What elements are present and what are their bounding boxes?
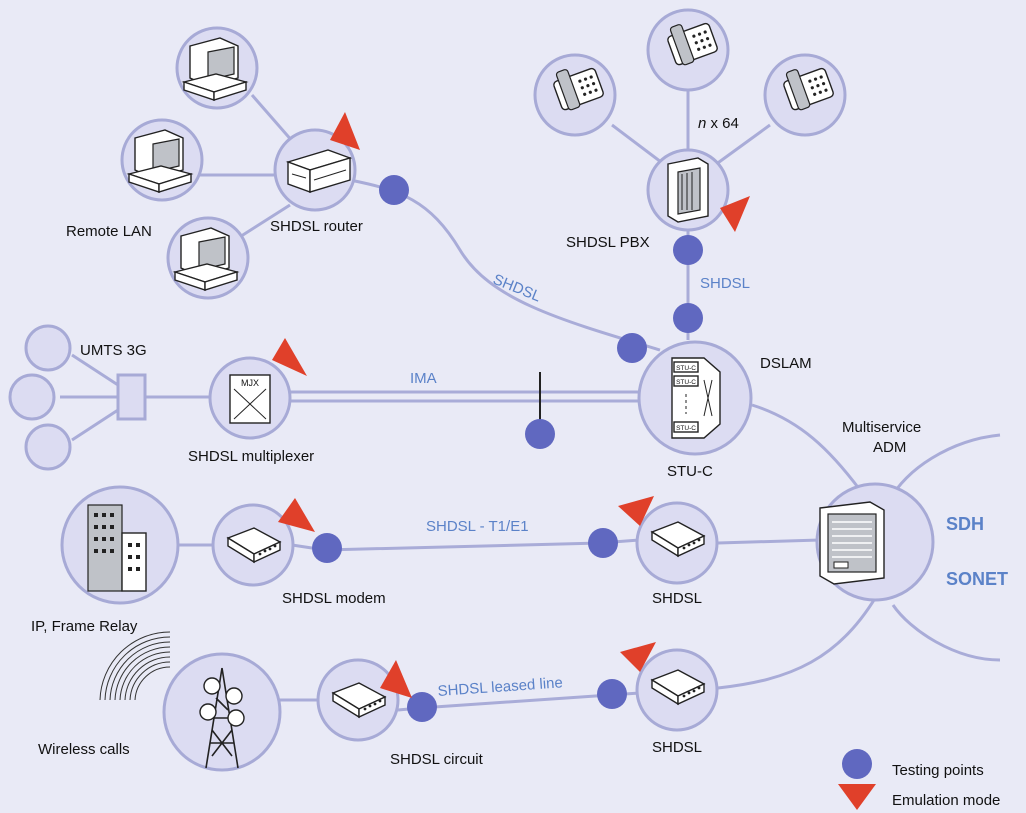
phone-icons — [553, 22, 834, 111]
emulation-triangle — [278, 498, 315, 532]
wireless-wave-icon — [99, 631, 171, 701]
emulation-triangle — [330, 112, 360, 150]
testing-point-dot — [588, 528, 618, 558]
legend-testing-label: Testing points — [892, 762, 984, 779]
testing-point-dot — [407, 692, 437, 722]
stu-slot: STU-C — [676, 365, 696, 372]
umts-cell1 — [24, 324, 72, 372]
links — [60, 90, 1001, 712]
link-router-dslam — [349, 178, 661, 352]
testing-points — [312, 175, 872, 779]
link-phone1-pbx — [611, 123, 666, 167]
stu-c-label: STU-C — [667, 463, 713, 480]
remote-lan-label: Remote LAN — [66, 223, 152, 240]
t1e1-link-label: SHDSL - T1/E1 — [426, 518, 529, 535]
shdsl-modem-label: SHDSL modem — [282, 590, 386, 607]
building-icon — [87, 504, 147, 592]
sdh-label: SDH — [946, 514, 984, 534]
link-pc3-router — [234, 203, 291, 242]
link-shdsl-adm — [717, 538, 821, 545]
testing-point-dot — [617, 333, 647, 363]
ring-top — [888, 433, 1001, 501]
sonet-label: SONET — [946, 569, 1008, 589]
nodes — [8, 8, 935, 772]
phone-icon — [667, 22, 718, 66]
computer-icon — [126, 129, 194, 193]
modem-icon — [650, 521, 706, 558]
link-dslam-adm — [751, 403, 862, 491]
modem-icon — [331, 682, 387, 719]
legend-emulation-triangle — [838, 784, 876, 810]
shdsl-multiplexer-label: SHDSL multiplexer — [188, 448, 314, 465]
adm-icon — [819, 501, 885, 585]
phone-icon — [553, 67, 604, 111]
antenna-tower-icon — [199, 667, 245, 769]
wireless-calls-label: Wireless calls — [38, 741, 130, 758]
shdsl-pbx-link-label: SHDSL — [700, 275, 750, 292]
umts-cell3 — [24, 423, 72, 471]
legend-testing-dot — [842, 749, 872, 779]
testing-point-dot — [673, 235, 703, 265]
phone-icon — [783, 67, 834, 111]
link-shdsl2-adm — [717, 589, 882, 690]
legend-emulation-label: Emulation mode — [892, 792, 1000, 809]
ip-frame-relay-label: IP, Frame Relay — [31, 618, 138, 635]
emulation-triangle — [380, 660, 412, 698]
umts-hub — [116, 373, 147, 421]
emulation-triangle — [720, 196, 750, 232]
modem-icon — [650, 669, 706, 706]
mux-tag: MJX — [241, 378, 259, 388]
emulation-triangle — [618, 496, 654, 526]
dslam-label: DSLAM — [760, 355, 812, 372]
testing-point-dot — [379, 175, 409, 205]
multiplexer-icon: MJX — [229, 374, 271, 424]
shdsl-endpoint-label: SHDSL — [652, 739, 702, 756]
computer-icon — [181, 37, 249, 101]
umts-label: UMTS 3G — [80, 342, 147, 359]
shdsl-circuit-label: SHDSL circuit — [390, 751, 484, 768]
emulation-markers — [272, 112, 876, 810]
multiservice-label: Multiservice — [842, 419, 921, 436]
shdsl-pbx-label: SHDSL PBX — [566, 234, 650, 251]
emulation-triangle — [272, 338, 307, 376]
modem-icons — [226, 521, 706, 719]
router-icon — [285, 149, 353, 193]
ima-label: IMA — [410, 370, 437, 387]
computer-icons — [126, 37, 249, 291]
link-umts1 — [71, 353, 119, 387]
link-phone3-pbx — [714, 123, 771, 167]
leased-line-link-label: SHDSL leased line — [437, 674, 563, 700]
stu-slot: STU-C — [676, 425, 696, 432]
umts-cell2 — [8, 373, 56, 421]
emulation-triangle — [620, 642, 656, 672]
testing-point-dot — [312, 533, 342, 563]
testing-point-dot — [597, 679, 627, 709]
link-umts3 — [71, 408, 119, 442]
ring-bottom — [891, 604, 1001, 662]
nx64-label: n x 64 — [698, 115, 739, 132]
labels: Remote LAN SHDSL router SHDSL PBX n x 64… — [31, 115, 1008, 809]
shdsl-router-label: SHDSL router — [270, 218, 363, 235]
tower-node — [162, 652, 282, 772]
shdsl-endpoint-label: SHDSL — [652, 590, 702, 607]
dslam-icon: STU-C STU-C STU-C — [671, 357, 721, 439]
adm-label: ADM — [873, 439, 906, 456]
link-modem-shdsl — [291, 538, 641, 552]
testing-point-dot — [673, 303, 703, 333]
stu-slot: STU-C — [676, 379, 696, 386]
pbx-icon — [667, 157, 709, 223]
testing-point-dot — [525, 419, 555, 449]
computer-icon — [172, 227, 240, 291]
modem-icon — [226, 527, 282, 564]
